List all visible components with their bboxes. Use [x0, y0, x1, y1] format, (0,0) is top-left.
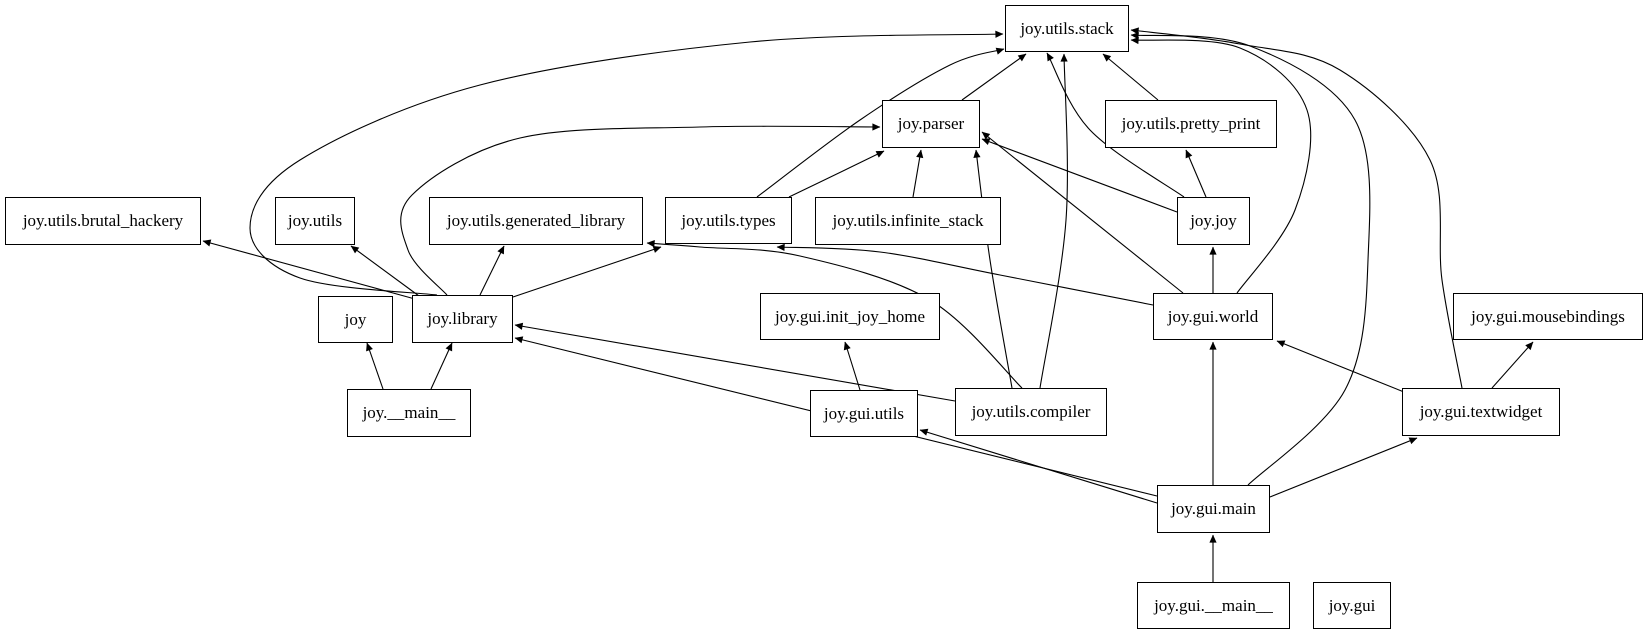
edge-joy-utils-types-to-joy-parser — [788, 150, 885, 198]
edge-joy-library-to-joy-utils-types — [512, 246, 662, 298]
node-label: joy.utils.brutal_hackery — [22, 211, 184, 230]
node-label: joy.gui.utils — [823, 403, 905, 423]
edge-joy-gui-world-to-joy-utils-stack — [1130, 36, 1312, 294]
node-label: joy.parser — [897, 114, 965, 133]
node-label: joy.utils.types — [681, 210, 776, 230]
node-label: joy.gui.mousebindings — [1471, 306, 1625, 326]
node-label: joy.utils.compiler — [971, 402, 1091, 421]
edge-joy-gui-textwidget-to-joy-utils-stack — [1130, 27, 1463, 389]
node-label: joy.utils.infinite_stack — [832, 211, 984, 230]
node-label: joy.gui.textwidget — [1419, 402, 1543, 421]
edge-joy-gui-utils-to-joy-gui-init-joy-home — [843, 341, 861, 391]
node-label: joy.utils — [287, 211, 343, 230]
node-label: joy.utils.stack — [1020, 18, 1114, 38]
node-joy-utils-compiler: joy.utils.compiler — [955, 388, 1107, 436]
edge-joy-main-to-joy — [366, 342, 384, 390]
edge-joy-utils-infinite-stack-to-joy-parser — [912, 149, 924, 198]
edge-joy-utils-compiler-to-joy-library — [514, 322, 956, 402]
node-label: joy.library — [427, 309, 498, 328]
edge-joy-library-to-joy-utils-stack — [249, 30, 1004, 296]
node-joy-parser: joy.parser — [882, 100, 980, 148]
node-joy-utils-types: joy.utils.types — [665, 197, 792, 244]
node-joy-utils-brutal-hackery: joy.utils.brutal_hackery — [5, 197, 201, 245]
node-label: joy — [344, 309, 367, 329]
edge-joy-utils-types-to-joy-utils-stack — [756, 47, 1005, 198]
edge-joy-gui-textwidget-to-joy-gui-mousebindings — [1491, 341, 1534, 389]
node-joy-utils: joy.utils — [275, 197, 355, 245]
edge-joy-library-to-joy-parser — [400, 123, 881, 296]
edge-joy-library-to-joy-utils — [350, 245, 420, 297]
node-joy-gui-main: joy.gui.__main__ — [1137, 582, 1290, 629]
edge-joy-gui-world-to-joy-utils-types — [776, 243, 1154, 306]
node-joy-utils-generated-library: joy.utils.generated_library — [429, 197, 643, 245]
node-label: joy.joy — [1190, 211, 1237, 230]
node-label: joy.utils.generated_library — [446, 211, 626, 230]
node-label: joy.gui.init_joy_home — [774, 306, 925, 326]
node-joy-utils-infinite-stack: joy.utils.infinite_stack — [815, 197, 1001, 245]
edge-joy-gui-main-to-joy-utils-stack — [1130, 32, 1371, 486]
node-joy-utils-stack: joy.utils.stack — [1005, 5, 1129, 52]
edge-joy-utils-compiler-to-joy-parser — [973, 149, 1013, 389]
node-joy-gui-textwidget: joy.gui.textwidget — [1402, 388, 1560, 436]
node-joy: joy — [318, 296, 393, 343]
edge-joy-utils-compiler-to-joy-utils-stack — [1039, 53, 1068, 389]
edge-joy-utils-compiler-to-joy-utils-generated-library — [646, 240, 1023, 389]
edge-joy-gui-textwidget-to-joy-gui-world — [1276, 340, 1405, 393]
node-joy-main: joy.__main__ — [347, 389, 471, 437]
node-label: joy.gui.main — [1171, 499, 1256, 518]
edge-joy-joy-to-joy-parser — [981, 138, 1178, 213]
edge-joy-utils-pretty-print-to-joy-utils-stack — [1102, 53, 1159, 101]
node-joy-gui-mousebindings: joy.gui.mousebindings — [1453, 293, 1643, 340]
node-joy-gui-main: joy.gui.main — [1157, 485, 1270, 533]
node-joy-utils-pretty-print: joy.utils.pretty_print — [1105, 100, 1277, 148]
edge-joy-joy-to-joy-utils-stack — [1046, 52, 1185, 198]
edge-joy-parser-to-joy-utils-stack — [961, 53, 1027, 101]
edge-joy-library-to-joy-utils-brutal-hackery — [202, 239, 416, 300]
node-joy-joy: joy.joy — [1177, 197, 1250, 245]
node-joy-gui: joy.gui — [1313, 582, 1391, 629]
node-label: joy.utils.pretty_print — [1121, 114, 1261, 133]
edge-joy-joy-to-joy-utils-pretty-print — [1185, 149, 1207, 198]
node-label: joy.gui — [1328, 595, 1376, 615]
node-joy-gui-utils: joy.gui.utils — [810, 390, 918, 437]
node-joy-gui-init-joy-home: joy.gui.init_joy_home — [760, 293, 940, 340]
edge-joy-main-to-joy-library — [430, 342, 453, 390]
node-joy-library: joy.library — [412, 295, 513, 343]
node-label: joy.gui.world — [1167, 306, 1259, 326]
edge-joy-library-to-joy-utils-generated-library — [479, 245, 505, 296]
edge-joy-gui-world-to-joy-parser — [981, 131, 1184, 294]
node-joy-gui-world: joy.gui.world — [1153, 293, 1273, 340]
node-label: joy.__main__ — [362, 403, 456, 422]
edge-joy-gui-main-to-joy-gui-textwidget — [1269, 437, 1418, 498]
node-label: joy.gui.__main__ — [1154, 595, 1273, 615]
